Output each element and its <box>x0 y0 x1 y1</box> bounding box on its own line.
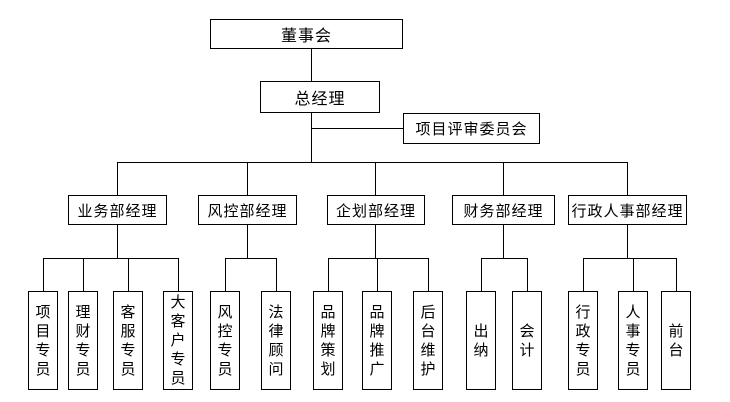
subbus-dept-1 <box>225 258 276 259</box>
connector-bus-dept-3 <box>503 162 504 195</box>
box-dept-finance-manager: 财务部经理 <box>452 195 555 225</box>
box-role-legal-advisor: 法 律 顾 问 <box>261 291 291 390</box>
connector-bus-dept-1 <box>247 162 248 195</box>
box-dept-business-manager: 业务部经理 <box>68 195 167 225</box>
connector-role-4-1 <box>633 258 634 291</box>
connector-role-3-0 <box>481 258 482 291</box>
box-role-front-desk: 前 台 <box>661 291 691 390</box>
box-board-of-directors: 董事会 <box>210 19 403 49</box>
subbus-dept-0 <box>43 258 178 259</box>
connector-role-3-1 <box>527 258 528 291</box>
connector-dept-3-subbus <box>503 225 504 258</box>
connector-main-bus <box>117 162 628 163</box>
connector-role-2-1 <box>377 258 378 291</box>
connector-board-gm <box>311 49 312 81</box>
connector-role-0-0 <box>43 258 44 291</box>
connector-role-2-2 <box>428 258 429 291</box>
subbus-dept-3 <box>481 258 527 259</box>
connector-bus-dept-4 <box>627 162 628 195</box>
connector-gm-bus <box>311 113 312 162</box>
connector-role-0-3 <box>178 258 179 291</box>
connector-role-1-1 <box>276 258 277 291</box>
box-dept-risk-control-manager: 风控部经理 <box>198 195 297 225</box>
connector-role-4-2 <box>676 258 677 291</box>
connector-dept-1-subbus <box>247 225 248 258</box>
connector-spine-committee <box>311 128 403 129</box>
box-role-project-specialist: 项 目 专 员 <box>28 291 58 390</box>
box-role-hr-specialist: 人 事 专 员 <box>618 291 648 390</box>
box-role-key-account-specialist: 大 客 户 专 员 <box>163 291 193 390</box>
connector-role-1-0 <box>225 258 226 291</box>
connector-dept-2-subbus <box>375 225 376 258</box>
box-role-customer-service-specialist: 客 服 专 员 <box>113 291 143 390</box>
subbus-dept-2 <box>328 258 428 259</box>
box-role-brand-promotion: 品 牌 推 广 <box>362 291 392 390</box>
connector-role-2-0 <box>328 258 329 291</box>
connector-bus-dept-2 <box>375 162 376 195</box>
box-project-review-committee: 项目评审委员会 <box>403 113 540 144</box>
box-general-manager: 总经理 <box>260 81 380 113</box>
connector-bus-dept-0 <box>117 162 118 195</box>
box-role-cashier: 出 纳 <box>466 291 496 390</box>
box-dept-admin-hr-manager: 行政人事部经理 <box>568 195 687 225</box>
connector-dept-4-subbus <box>627 225 628 258</box>
box-role-risk-control-specialist: 风 控 专 员 <box>210 291 240 390</box>
connector-dept-0-subbus <box>117 225 118 258</box>
box-role-brand-planning: 品 牌 策 划 <box>313 291 343 390</box>
box-role-finance-planning-specialist: 理 财 专 员 <box>68 291 98 390</box>
box-role-accountant: 会 计 <box>512 291 542 390</box>
box-role-backend-maintenance: 后 台 维 护 <box>413 291 443 390</box>
connector-role-0-1 <box>83 258 84 291</box>
subbus-dept-4 <box>583 258 676 259</box>
box-role-admin-specialist: 行 政 专 员 <box>568 291 598 390</box>
box-dept-planning-manager: 企划部经理 <box>327 195 425 225</box>
connector-role-4-0 <box>583 258 584 291</box>
connector-role-0-2 <box>128 258 129 291</box>
